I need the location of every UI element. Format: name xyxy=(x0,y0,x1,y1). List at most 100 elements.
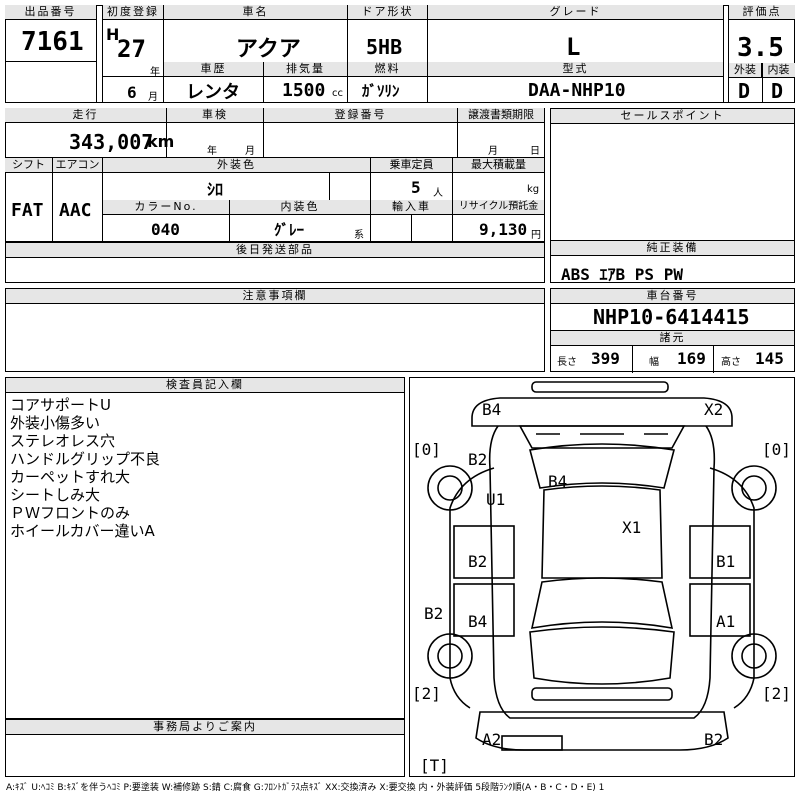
car-outline-diagram xyxy=(427,381,777,751)
interior-grade: D xyxy=(771,79,784,103)
tire-front-right-value: 0 xyxy=(771,440,782,459)
exterior-color-label: 外装色 xyxy=(103,158,370,173)
interior-color: ｸﾞﾚｰ xyxy=(274,221,305,239)
seats-cell: 乗車定員 5 人 xyxy=(371,158,453,200)
max-load-cell: 最大積載量 kg xyxy=(453,158,545,200)
recycle-unit: 円 xyxy=(531,230,541,241)
shift-label: シフト xyxy=(5,158,52,173)
damage-right-rear-door: A1 xyxy=(716,612,736,631)
inspection-month-unit: 月 xyxy=(245,146,255,157)
displacement-cell: 排気量 1500 cc xyxy=(264,62,348,103)
sales-point-box: セールスポイント 純正装備 ABS ｴｱB PS PW xyxy=(550,108,795,284)
tire-front-left: [0] xyxy=(412,440,441,459)
first-registration-cell: 初度登録 H 27 年 6 月 xyxy=(102,5,164,103)
interior-color-unit: 系 xyxy=(354,230,364,241)
door-type: 5HB xyxy=(366,35,403,59)
office-label: 事務局よりご案内 xyxy=(6,720,404,735)
damage-diagram: [0] [0] [2] [2] [T] B4 X2 B2 U1 B4 X1 B2… xyxy=(409,377,795,777)
damage-hood: B4 xyxy=(548,472,568,491)
import-label: 輸入車 xyxy=(371,200,452,215)
mileage-cell: 走行 343,007 km xyxy=(5,108,174,158)
car-name-cell: 車名 アクア xyxy=(164,5,348,67)
inspector-note: コアサポートU xyxy=(10,396,111,414)
grade-cell: グレード L xyxy=(428,5,724,67)
chassis-box: 車台番号 NHP10-6414415 諸元 長さ 399 幅 169 高さ 14… xyxy=(550,288,795,373)
tire-spare-value: T xyxy=(429,756,440,775)
damage-front-bumper-left: B4 xyxy=(482,400,502,419)
displacement-label: 排気量 xyxy=(264,62,347,77)
inspector-note: 外装小傷多い xyxy=(10,414,101,432)
tire-rear-left: [2] xyxy=(412,684,441,703)
inspection-cell: 車検 年 月 xyxy=(167,108,264,158)
width-label: 幅 xyxy=(649,357,659,368)
width-value: 169 xyxy=(677,349,706,368)
later-parts-box: 後日発送部品 xyxy=(5,242,545,283)
exterior-grade-label: 外装 xyxy=(729,63,762,78)
exterior-color: ｼﾛ xyxy=(207,180,224,199)
registration-number-label: 登録番号 xyxy=(264,108,457,123)
inspector-label: 検査員記入欄 xyxy=(6,378,404,393)
score-label: 評価点 xyxy=(729,5,795,20)
grade-value: L xyxy=(566,33,581,61)
fuel-type: ｶﾞｿﾘﾝ xyxy=(362,82,400,100)
office-box: 事務局よりご案内 xyxy=(5,719,405,777)
lot-number-label: 出品番号 xyxy=(5,5,96,20)
aircon-label: エアコン xyxy=(53,158,102,173)
damage-rear-bumper-left: A2 xyxy=(482,730,502,749)
model-label: 型式 xyxy=(428,62,723,77)
chassis-number: NHP10-6414415 xyxy=(593,305,750,329)
recycle-deposit: 9,130 xyxy=(479,220,528,239)
damage-right-front-door: B1 xyxy=(716,552,736,571)
month-unit: 月 xyxy=(148,92,158,103)
max-load-label: 最大積載量 xyxy=(453,158,544,173)
car-history: レンタ xyxy=(186,82,240,103)
fuel-cell: 燃料 ｶﾞｿﾘﾝ xyxy=(348,62,428,103)
damage-front-bumper-right: X2 xyxy=(704,400,724,419)
color-number-label: カラーNo. xyxy=(103,200,229,215)
caution-box: 注意事項欄 xyxy=(5,288,545,372)
damage-left-front-wheel: U1 xyxy=(486,490,506,509)
seats-unit: 人 xyxy=(433,188,443,199)
registration-year: 27 xyxy=(117,35,146,63)
caution-label: 注意事項欄 xyxy=(6,289,544,304)
tire-rear-right-value: 2 xyxy=(771,684,782,703)
recycle-label: リサイクル預託金 xyxy=(453,200,544,215)
shift-cell: シフト FAT xyxy=(5,158,53,242)
seating-capacity: 5 xyxy=(411,178,421,197)
history-cell: 車歴 レンタ xyxy=(164,62,264,103)
registration-month: 6 xyxy=(127,83,137,102)
inspector-notes: コアサポートU 外装小傷多い ステレオレス穴 ハンドルグリップ不良 カーペットす… xyxy=(10,396,160,540)
damage-left-front-door: B2 xyxy=(468,552,488,571)
inspector-note: ステレオレス穴 xyxy=(10,432,116,450)
seats-label: 乗車定員 xyxy=(371,158,452,173)
import-cell: 輸入車 xyxy=(371,200,453,242)
tire-spare: [T] xyxy=(420,756,449,775)
height-value: 145 xyxy=(755,349,784,368)
tire-rear-right: [2] xyxy=(762,684,791,703)
model-cell: 型式 DAA-NHP10 xyxy=(428,62,724,103)
damage-left-rear-fender: B2 xyxy=(424,604,444,623)
inspector-note: ハンドルグリップ不良 xyxy=(10,450,161,468)
length-label: 長さ xyxy=(557,357,577,368)
later-parts-label: 後日発送部品 xyxy=(6,243,544,258)
displacement-unit: cc xyxy=(332,88,343,99)
transfer-deadline-cell: 譲渡書類期限 月 日 xyxy=(458,108,545,158)
max-load-unit: kg xyxy=(527,184,540,195)
car-name-label: 車名 xyxy=(164,5,347,20)
mileage: 343,007 xyxy=(69,130,154,154)
height-label: 高さ xyxy=(721,357,741,368)
length-value: 399 xyxy=(591,349,620,368)
inspector-note: カーペットすれ大 xyxy=(10,468,131,486)
chassis-label: 車台番号 xyxy=(551,289,794,304)
era-letter: H xyxy=(106,25,120,44)
recycle-cell: リサイクル預託金 9,130 円 xyxy=(453,200,545,242)
transfer-month-unit: 月 xyxy=(488,146,498,157)
inspector-note: ホイールカバー違いA xyxy=(10,522,155,540)
color-number-cell: カラーNo. 040 xyxy=(103,200,230,242)
lot-number-cell: 出品番号 7161 xyxy=(5,5,97,103)
car-name: アクア xyxy=(236,37,301,62)
transfer-deadline-label: 譲渡書類期限 xyxy=(458,108,544,123)
history-label: 車歴 xyxy=(164,62,263,77)
interior-color-cell: 内装色 ｸﾞﾚｰ 系 xyxy=(230,200,371,242)
fuel-label: 燃料 xyxy=(348,62,427,77)
